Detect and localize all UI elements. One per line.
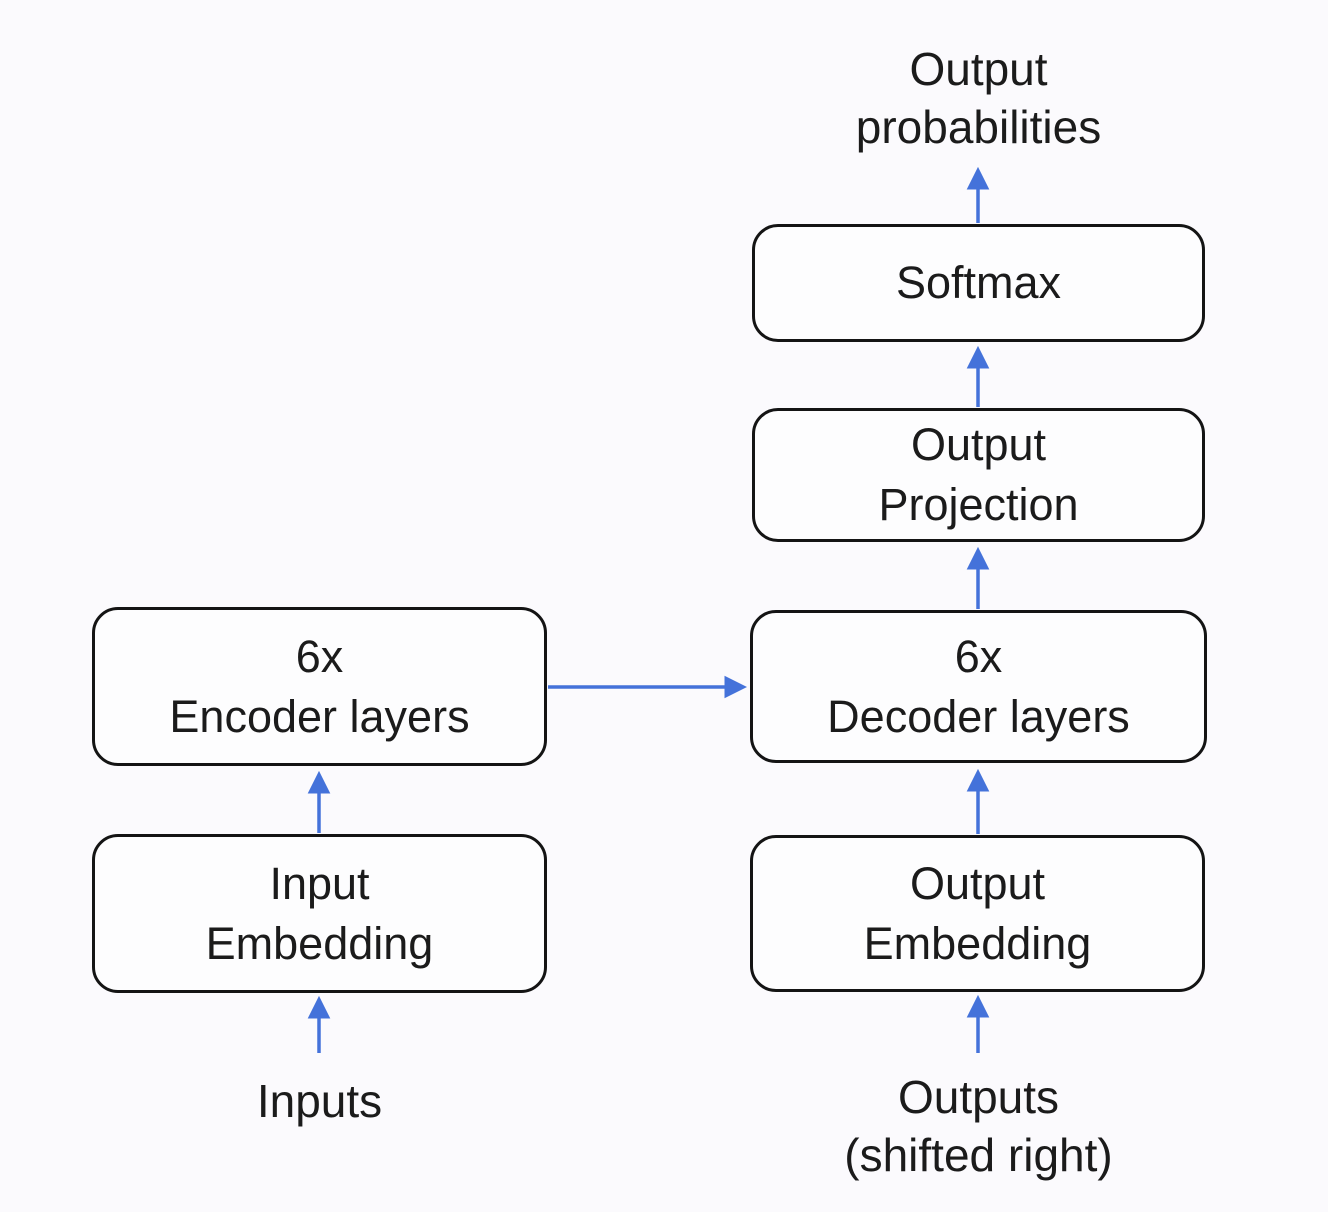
softmax-node-label: Softmax bbox=[895, 257, 1062, 309]
decoder-layers-line2: Decoder layers bbox=[827, 690, 1130, 742]
output-embedding-node: Output Embedding bbox=[750, 835, 1205, 992]
output-probabilities-label: Output probabilities bbox=[752, 40, 1205, 156]
input-embedding-line2: Embedding bbox=[205, 917, 434, 969]
encoder-layers-line1: 6x bbox=[295, 630, 344, 682]
output-probabilities-line1: Output bbox=[909, 43, 1048, 95]
encoder-layers-line2: Encoder layers bbox=[169, 690, 470, 742]
output-projection-node: Output Projection bbox=[752, 408, 1205, 542]
softmax-node: Softmax bbox=[752, 224, 1205, 342]
decoder-layers-line1: 6x bbox=[954, 630, 1003, 682]
encoder-layers-node: 6x Encoder layers bbox=[92, 607, 547, 766]
output-embedding-line2: Embedding bbox=[863, 917, 1092, 969]
output-probabilities-line2: probabilities bbox=[855, 101, 1102, 153]
outputs-label-line1: Outputs bbox=[897, 1071, 1060, 1123]
outputs-label-line2: (shifted right) bbox=[844, 1129, 1113, 1181]
outputs-shifted-right-label: Outputs (shifted right) bbox=[750, 1068, 1207, 1184]
input-embedding-line1: Input bbox=[269, 857, 370, 909]
inputs-label: Inputs bbox=[92, 1072, 547, 1130]
output-projection-line2: Projection bbox=[878, 479, 1079, 530]
decoder-layers-node: 6x Decoder layers bbox=[750, 610, 1207, 763]
output-projection-line1: Output bbox=[910, 419, 1047, 471]
inputs-label-text: Inputs bbox=[256, 1075, 383, 1127]
input-embedding-node: Input Embedding bbox=[92, 834, 547, 993]
output-embedding-line1: Output bbox=[909, 857, 1046, 909]
